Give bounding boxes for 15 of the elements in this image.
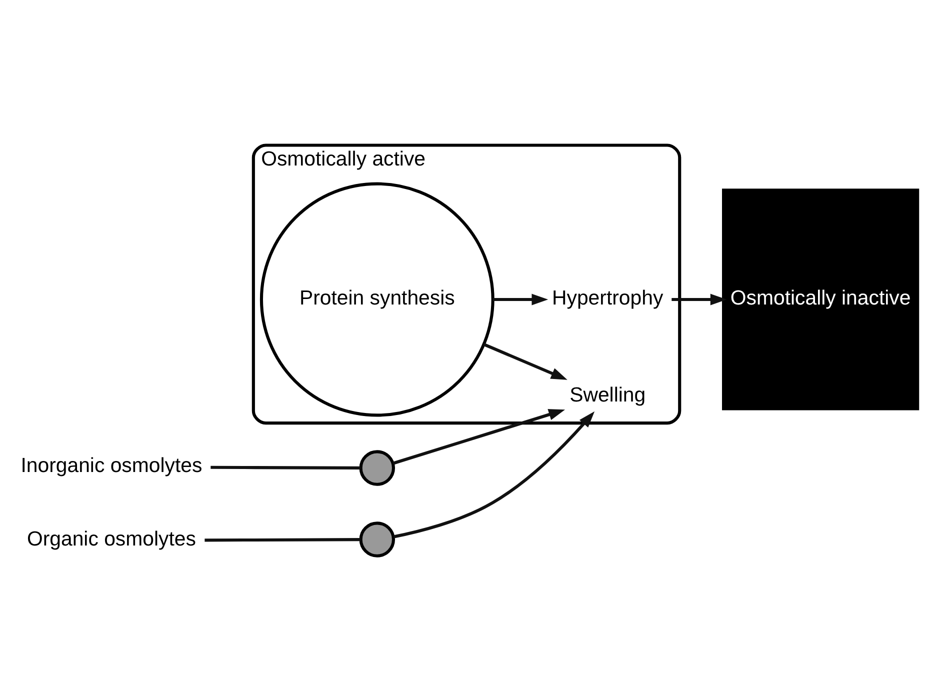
arrow [492, 293, 548, 305]
node-box: Osmotically inactive [722, 188, 920, 410]
node-circle [359, 450, 396, 486]
node-circle [359, 521, 396, 557]
arrow [393, 410, 595, 538]
node-text: Swelling [570, 384, 646, 406]
node-text: Organic osmolytes [26, 528, 196, 550]
arrow [483, 342, 568, 380]
node-circle: Protein synthesis [260, 182, 494, 416]
connector [210, 465, 360, 469]
node-text: Inorganic osmolytes [20, 454, 202, 477]
arrow [672, 293, 727, 305]
arrow [392, 408, 566, 464]
node-text: Hypertrophy [552, 287, 664, 310]
connector [204, 538, 360, 542]
